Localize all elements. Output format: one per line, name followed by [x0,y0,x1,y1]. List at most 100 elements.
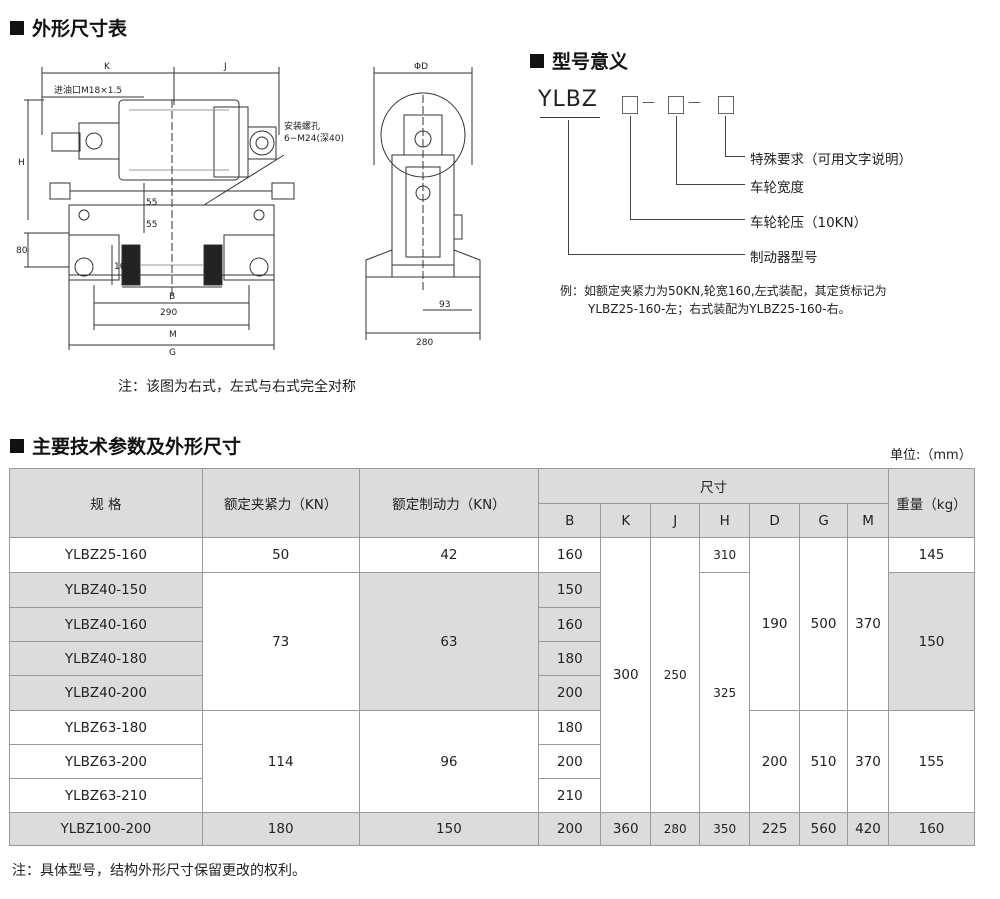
cell-model: YLBZ100-200 [9,812,203,846]
dim-55b-label: 55 [146,220,157,230]
header-weight: 重量（kg） [888,468,975,538]
cell-b: 200 [538,744,602,779]
cell-b: 180 [538,641,602,676]
dim-80-label: 80 [16,246,28,256]
meaning-wheel-width: 车轮宽度 [750,180,804,196]
cell-m: 370 [847,537,889,711]
table-row: YLBZ40-200 200 [9,675,975,711]
header-col-m: M [847,503,889,538]
dim-b-label: B [169,292,175,302]
cell-k: 300 [600,537,652,813]
dim-phi-d-label: ΦD [414,62,428,72]
table-row: YLBZ63-200 200 [9,744,975,779]
header-col-d: D [749,503,801,538]
table-row: YLBZ40-180 180 [9,641,975,676]
table-row: YLBZ40-160 160 [9,607,975,642]
cell-model: YLBZ63-180 [9,710,203,745]
cell-model: YLBZ63-210 [9,778,203,813]
meaning-special: 特殊要求（可用文字说明） [750,152,912,168]
cell-clamp: 73 [201,572,360,711]
cell-weight: 155 [888,710,975,813]
spec-table: 规 格 额定夹紧力（KN） 额定制动力（KN） 尺寸 重量（kg） B K J … [9,468,975,846]
cell-weight: 145 [888,537,975,573]
model-code-underline [540,117,600,118]
cell-g: 500 [799,537,849,711]
dim-290-label: 290 [160,308,177,318]
cell-g: 560 [799,812,849,846]
dim-93-label: 93 [439,300,450,310]
cell-h: 325 [699,572,751,813]
main-params-title-text: 主要技术参数及外形尺寸 [32,436,242,458]
cell-b: 200 [538,675,602,711]
footnote: 注：具体型号，结构外形尺寸保留更改的权利。 [12,863,306,879]
table-row: YLBZ63-210 210 [9,778,975,813]
leader-4 [568,120,745,255]
brake-outline-drawing: K J 进油口M18×1.5 安装螺孔 6−M24(深40) H 80 55 5… [16,62,481,355]
header-col-b: B [538,503,602,538]
bullet-square-icon [10,438,24,453]
example-line-1: 例：如额定夹紧力为50KN,轮宽160,左式装配，其定货标记为 [560,284,887,298]
leader-1 [725,116,745,157]
cell-b: 180 [538,710,602,745]
outline-title: 外形尺寸表 [10,14,127,41]
dim-h-label: H [18,158,25,168]
cell-model: YLBZ40-160 [9,607,203,642]
field-box-1 [622,96,638,114]
dim-55a-label: 55 [146,198,157,208]
bullet-square-icon [10,20,24,35]
header-brake: 额定制动力（KN） [358,468,540,538]
cell-b: 160 [538,537,602,573]
model-meaning-title: 型号意义 [530,47,628,74]
dim-g-label: G [169,348,176,355]
leader-3 [630,116,745,220]
cell-weight: 160 [888,812,975,846]
table-row: YLBZ63-180 114 96 180 200 510 370 155 [9,710,975,813]
cell-brake: 150 [358,812,540,846]
table-row: YLBZ25-160 50 42 160 300 250 310 190 500… [9,537,975,813]
cell-j: 280 [650,812,701,846]
header-clamp: 额定夹紧力（KN） [201,468,360,538]
field-box-3 [718,96,734,114]
header-col-g: G [799,503,849,538]
cell-clamp: 180 [201,812,360,846]
cell-b: 200 [538,812,602,846]
cell-g: 510 [799,710,849,813]
oil-port-label: 进油口M18×1.5 [54,84,122,96]
mount-hole-label-2: 6−M24(深40) [284,133,344,144]
meaning-wheel-pressure: 车轮轮压（10KN） [750,215,868,231]
cell-brake: 96 [358,710,540,813]
dash-2: — [688,95,701,110]
header-col-k: K [600,503,652,538]
cell-clamp: 114 [201,710,360,813]
cell-model: YLBZ40-150 [9,572,203,608]
dash-1: — [642,95,655,110]
cell-model: YLBZ40-180 [9,641,203,676]
header-col-j: J [650,503,701,538]
cell-d: 225 [749,812,801,846]
meaning-brake-model: 制动器型号 [750,250,818,266]
cell-d: 200 [749,710,801,813]
cell-h: 310 [699,537,751,573]
table-header-row-1: 规 格 额定夹紧力（KN） 额定制动力（KN） 尺寸 重量（kg） [9,468,975,538]
table-row: YLBZ40-150 73 63 150 325 150 [9,572,975,813]
cell-m: 370 [847,710,889,813]
unit-label: 单位:（mm） [890,448,972,463]
cell-b: 210 [538,778,602,813]
example-line-2: YLBZ25-160-左；右式装配为YLBZ25-160-右。 [588,302,851,316]
header-spec: 规 格 [9,468,203,538]
cell-weight: 150 [888,572,975,711]
cell-k: 360 [600,812,652,846]
cell-model: YLBZ25-160 [9,537,203,573]
cell-h: 350 [699,812,751,846]
mount-hole-label-1: 安装螺孔 [284,120,320,132]
header-size: 尺寸 [538,468,889,504]
outline-title-text: 外形尺寸表 [32,18,128,40]
bullet-square-icon [530,53,544,68]
dim-k-label: K [104,62,111,72]
dim-j-label: J [223,62,227,72]
model-meaning-title-text: 型号意义 [552,51,629,73]
cell-b: 160 [538,607,602,642]
dim-m-label: M [169,330,177,340]
cell-j: 250 [650,537,701,813]
cell-brake: 42 [358,537,540,573]
